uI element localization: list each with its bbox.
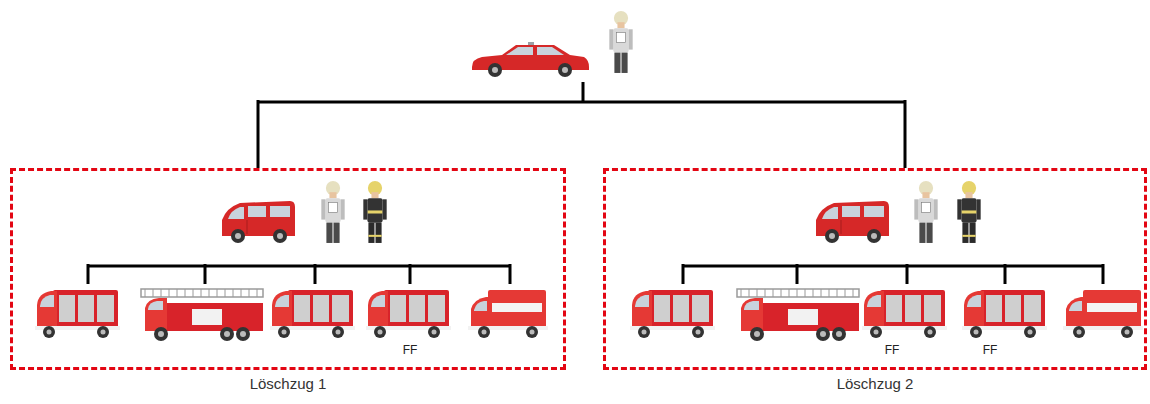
command-van bbox=[816, 201, 889, 243]
group-box: Löschzug 2 bbox=[603, 168, 1147, 370]
command-van bbox=[222, 201, 295, 243]
group-box: Löschzug 1 bbox=[10, 168, 566, 370]
fire-engine bbox=[962, 290, 1047, 338]
firefighter-figure bbox=[957, 181, 980, 243]
command-car bbox=[472, 42, 589, 77]
fire-engine bbox=[270, 290, 355, 338]
fire-engine bbox=[630, 290, 715, 338]
officer-figure bbox=[609, 11, 632, 73]
unit-tag: FF bbox=[877, 343, 907, 357]
unit-tag: FF bbox=[975, 343, 1005, 357]
ladder-truck bbox=[737, 289, 859, 341]
ladder-truck bbox=[141, 289, 263, 341]
ambulance bbox=[468, 290, 548, 338]
unit-tag: FF bbox=[395, 343, 425, 357]
fire-engine bbox=[862, 290, 947, 338]
officer-figure bbox=[914, 181, 937, 243]
hierarchy-lines bbox=[88, 82, 1103, 284]
ambulance bbox=[1063, 290, 1143, 338]
fire-engine bbox=[35, 290, 120, 338]
group-title: Löschzug 1 bbox=[13, 375, 563, 392]
officer-figure bbox=[321, 181, 344, 243]
fire-engine bbox=[366, 290, 451, 338]
group-title: Löschzug 2 bbox=[606, 375, 1144, 392]
firefighter-figure bbox=[363, 181, 386, 243]
